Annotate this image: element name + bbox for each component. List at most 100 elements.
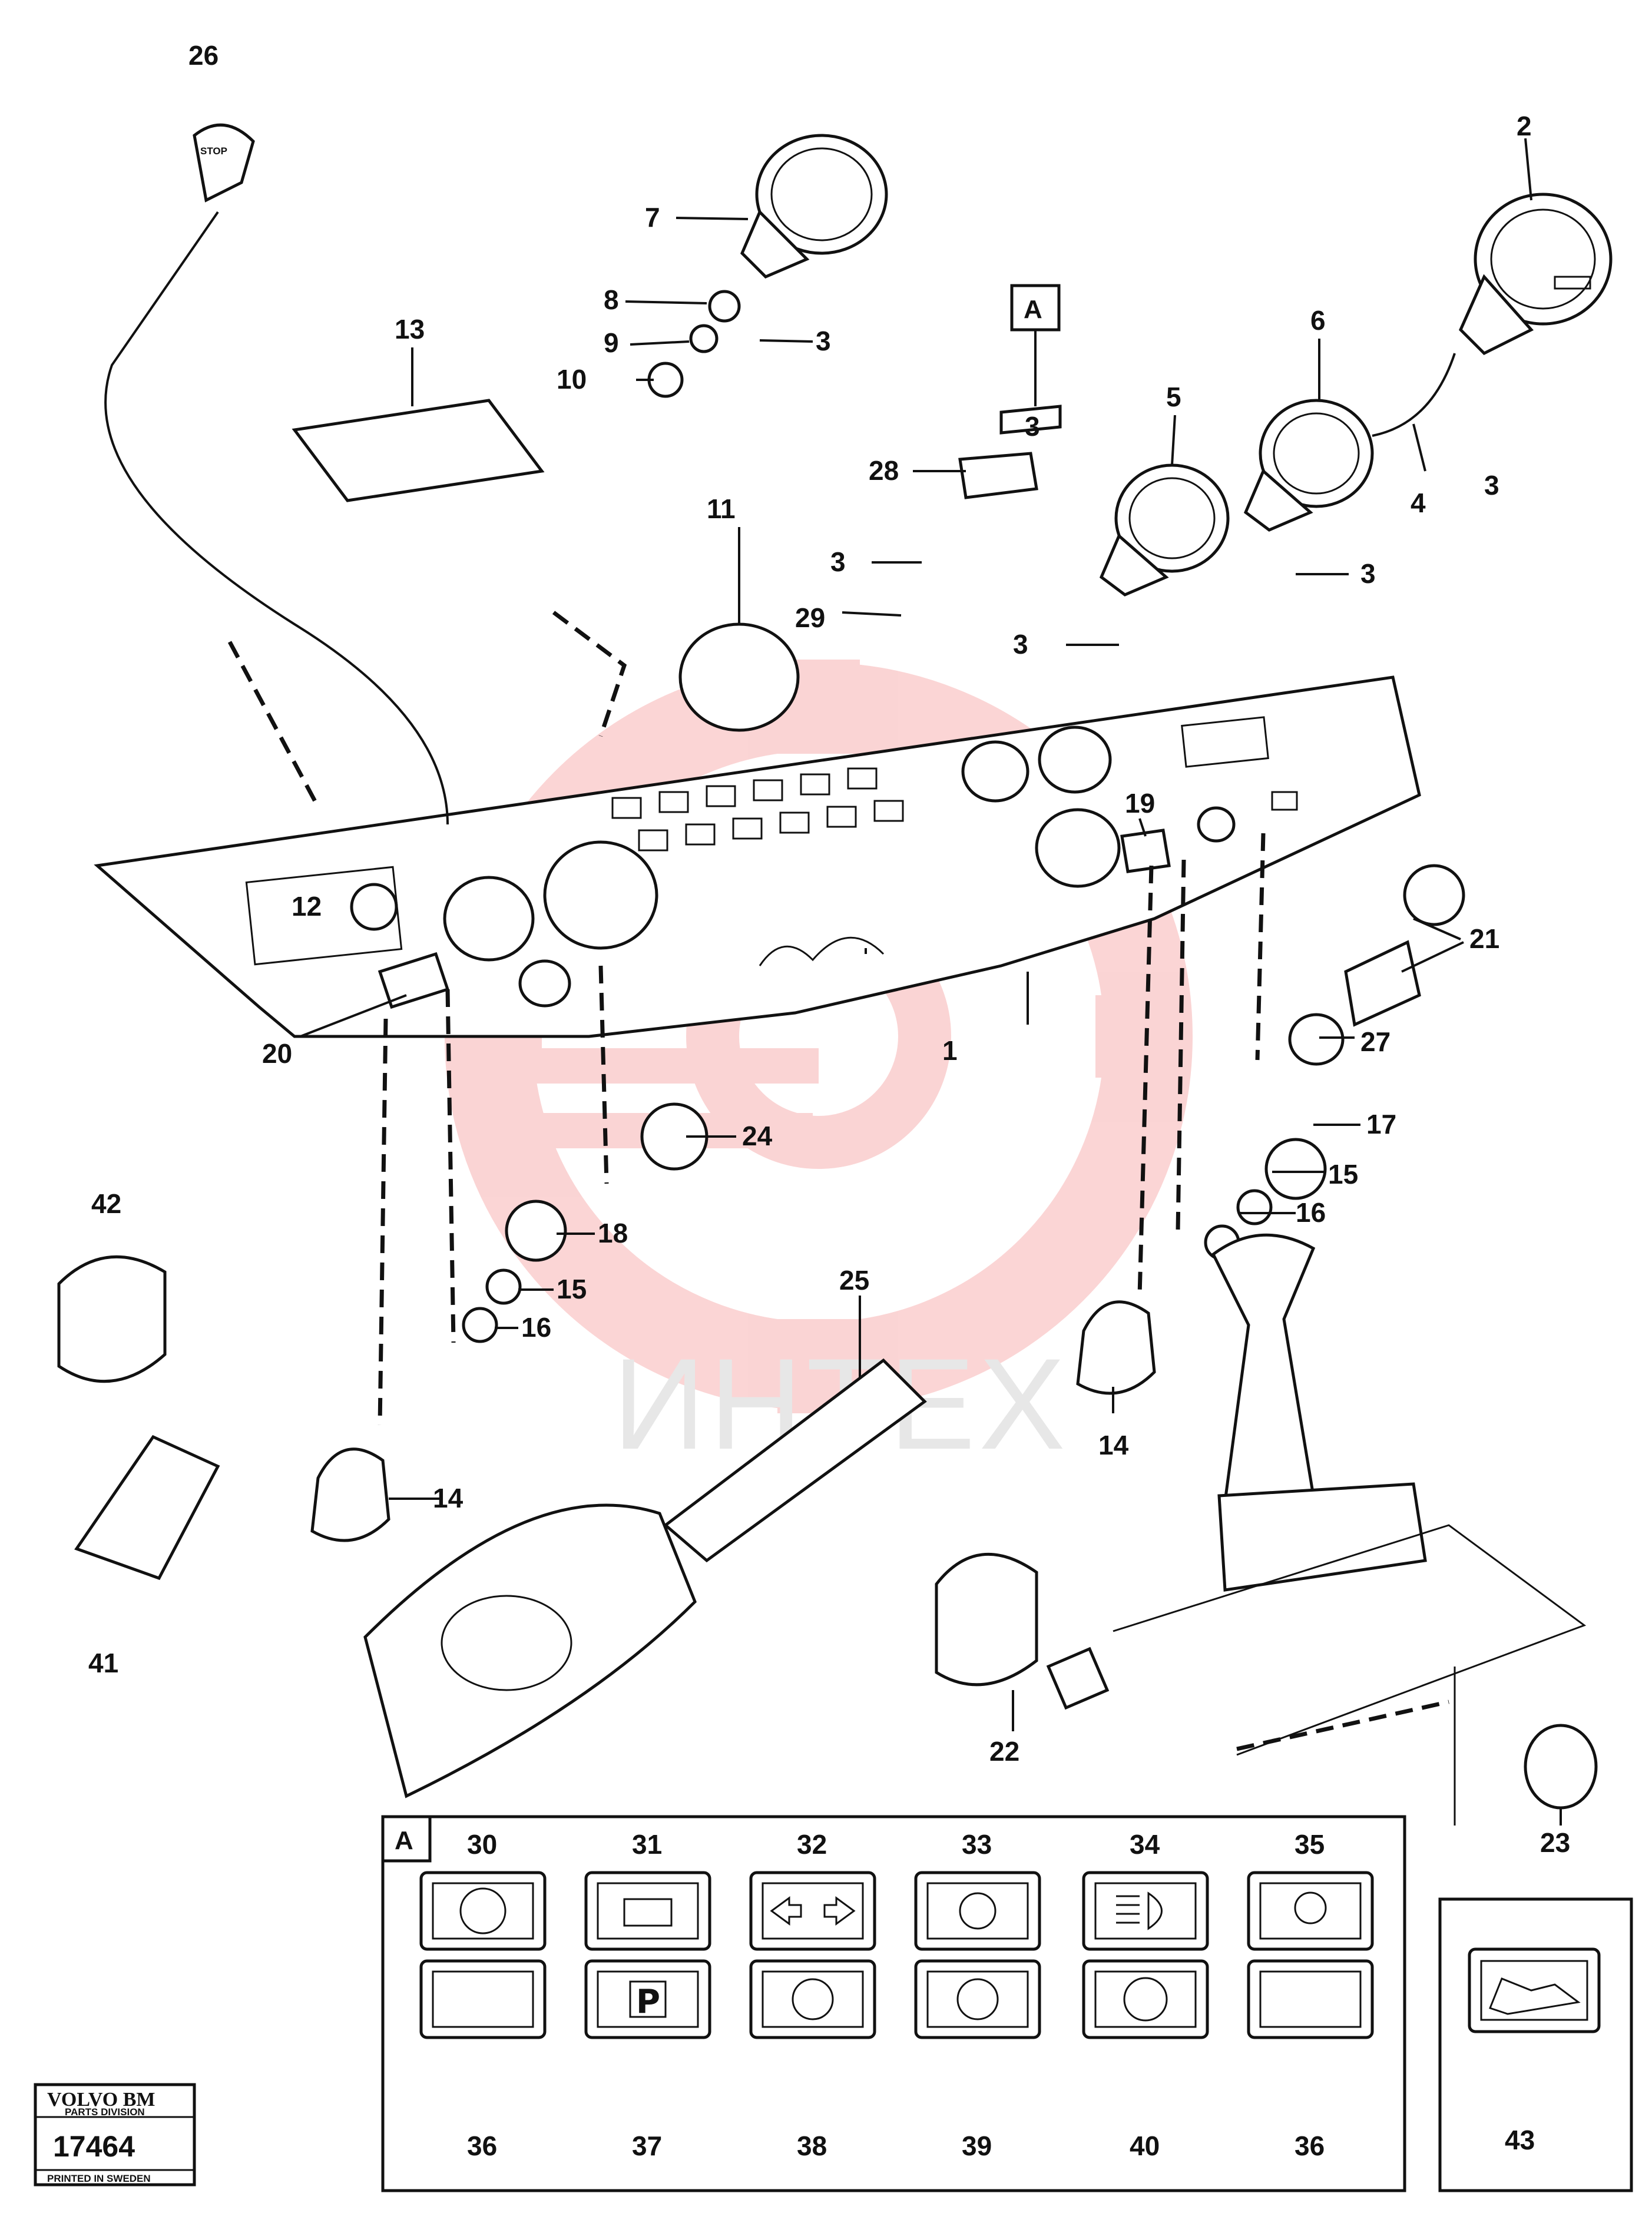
panel-display-window [1181,716,1269,768]
pressure-icon [959,1892,997,1930]
body-21 [1344,940,1421,1027]
lamp-label: 36 [467,2131,497,2161]
label-3: 3 [830,546,846,577]
gearstick [1211,1233,1316,1517]
lamp-lens [1259,1882,1362,1940]
gauge-7 [740,134,888,279]
stop-cap-text: STOP [200,145,227,157]
socket-28 [958,452,1038,499]
washer-9 [689,324,719,353]
loader-icon [1489,1977,1581,2015]
stamp-division: PARTS DIVISION [65,2106,145,2118]
lamp-lens [432,1970,534,2028]
detail-ref-a-letter: A [1024,295,1042,324]
warning-lamp: 30 [419,1829,547,1951]
nut-15 [485,1268,522,1305]
label-14: 14 [1098,1430,1129,1460]
volvo-stamp: VOLVO BM PARTS DIVISION 17464 PRINTED IN… [34,2083,196,2187]
panel-a-letter: A [395,1826,413,1855]
panel-43: 43 [1438,1897,1633,2192]
label-12: 12 [292,891,322,922]
label-1: 1 [942,1035,958,1066]
lamp-lens [1259,1970,1362,2028]
label-2: 2 [1517,111,1532,141]
warning-lamp: 34 [1082,1829,1209,1951]
label-41: 41 [88,1648,118,1678]
label-26: 26 [188,40,218,71]
parking-glyph: P [636,1983,660,2021]
warning-lamp: 33 [914,1829,1041,1951]
stamp-brand: VOLVO BM [47,2089,155,2111]
stop-cable-26 [193,123,255,203]
relay-41 [74,1435,220,1581]
warning-lamp: 38 [749,1959,876,2161]
lamp-label: 30 [467,1829,497,1860]
dashboard-panel [94,675,1421,1038]
label-19: 19 [1125,788,1155,819]
indicator-a [999,405,1062,435]
label-42: 42 [91,1188,121,1219]
gauge-hole [518,959,571,1008]
floor-plate [1113,1524,1587,1756]
key-22 [1046,1647,1110,1710]
lamp-frame [584,1959,711,2039]
lamp-frame [749,1871,876,1951]
lamp-lens [926,1970,1029,2028]
lamp-lens [1094,1970,1197,2028]
warning-lamp: 32 [749,1829,876,1951]
lamp-lens [432,1882,534,1940]
label-4: 4 [1411,488,1426,518]
gauge-hole [1035,808,1121,888]
label-16: 16 [1296,1197,1326,1228]
battery-icon [623,1898,673,1927]
lamp-label: 32 [797,1829,827,1860]
lamp-label: 39 [962,2131,992,2161]
lever-25-grip [441,1595,572,1691]
stamp-printed: PRINTED IN SWEDEN [47,2173,151,2184]
turn-signal-icon [770,1896,856,1926]
lamp-label: 37 [632,2131,662,2161]
lamp-lens [597,1882,699,1940]
lamp-lens [762,1882,864,1940]
watermark-bar [489,1048,819,1084]
lamp-frame [1247,1959,1374,2039]
plate-13 [292,399,545,502]
gauge-hole [543,840,658,950]
headlight-icon [1116,1891,1163,1930]
knob-17 [1264,1138,1327,1200]
lamp-label: 40 [1130,2131,1160,2161]
transmission-icon [792,1978,834,2020]
warning-lamp: P 37 [584,1959,711,2161]
gauge-hole [1197,806,1236,843]
label-16: 16 [521,1312,551,1343]
warning-lamp: 39 [914,1959,1041,2161]
stamp-number: 17464 [53,2130,135,2163]
panel-43-label: 43 [1505,2125,1535,2155]
cable-4 [1372,353,1456,437]
label-18: 18 [598,1218,628,1248]
warning-lamp: 31 [584,1829,711,1951]
warning-lamp: 36 [419,1959,547,2161]
label-14: 14 [433,1483,464,1513]
label-9: 9 [604,327,619,358]
gauge-2 [1459,193,1613,356]
lamp-frame [584,1871,711,1951]
gauge-hole [443,876,535,962]
lamp-frame [1082,1871,1209,1951]
label-15: 15 [557,1274,587,1304]
sensor-14-left [310,1447,390,1542]
lever-25 [363,1503,697,1798]
leader-lines [300,138,1562,1826]
label-3: 3 [1013,629,1028,660]
ignition-22 [935,1553,1038,1687]
coolant-icon [459,1887,506,1934]
nut-8 [708,290,741,323]
label-3: 3 [816,326,831,356]
warning-lamp: 40 [1082,1959,1209,2161]
transmission-icon [956,1978,999,2020]
callouts: 1 2 3 3 3 3 3 3 4 5 6 7 8 9 10 11 12 13 … [88,40,1570,1858]
gearstick-boot [1217,1482,1427,1592]
ring-23 [1524,1724,1598,1810]
warning-light-slots [611,767,1298,852]
